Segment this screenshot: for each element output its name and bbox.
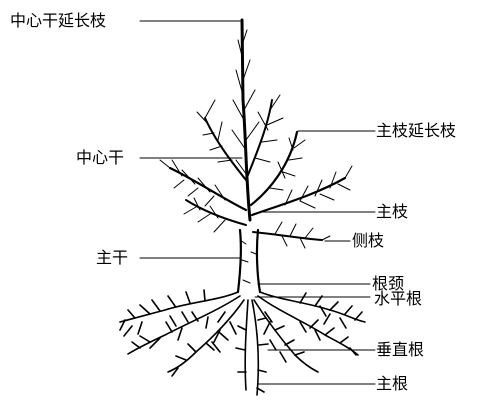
- lateral-branch-stem: [253, 222, 330, 248]
- label-taproot: 主根: [376, 375, 408, 393]
- label-trunk: 主干: [96, 249, 128, 267]
- label-central-leader: 中心干: [76, 149, 124, 167]
- label-horizontal-root: 水平根: [374, 290, 422, 308]
- main-branch-extension-stem: [251, 132, 305, 205]
- upper-right-branch: [248, 95, 283, 175]
- left-main-branch: [160, 160, 246, 210]
- trunk-shape: [238, 230, 260, 292]
- label-vertical-root: 垂直根: [376, 341, 424, 359]
- label-main-branch-extension: 主枝延长枝: [376, 122, 456, 140]
- label-main-branch: 主枝: [376, 203, 408, 221]
- lower-left-branch: [184, 198, 246, 232]
- central-leader-stem: [232, 20, 259, 220]
- root-system: [120, 290, 365, 395]
- label-lateral-branch: 侧枝: [352, 232, 384, 250]
- label-central-leader-extension: 中心干延长枝: [10, 12, 106, 30]
